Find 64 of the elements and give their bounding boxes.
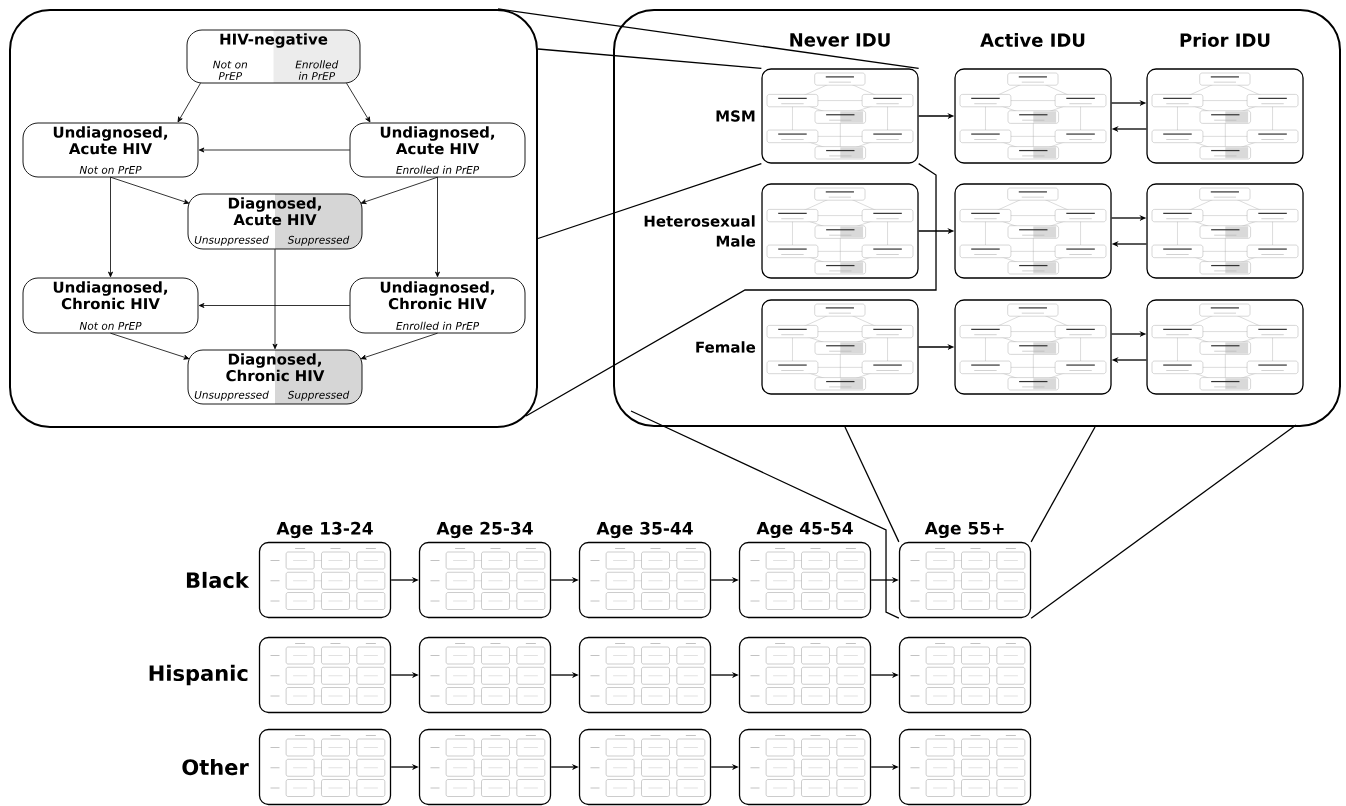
arrow (198, 303, 351, 308)
column-header: Age 25-34 (435, 520, 535, 540)
state-box: Undiagnosed, Chronic HIV Enrolled in PrEP (349, 277, 526, 334)
model-grid-drawing (738, 636, 872, 714)
zoom-line (844, 426, 900, 543)
state-diagram-drawing (954, 68, 1112, 164)
state-diagram-drawing (1146, 299, 1304, 395)
model-grid-drawing (578, 728, 712, 806)
row-label: Female (696, 341, 756, 353)
arrow (435, 176, 440, 278)
zoom-line (537, 48, 762, 69)
arrow (272, 248, 278, 350)
row-label: MSM (716, 110, 755, 122)
model-grid-drawing (738, 728, 872, 806)
model-grid-drawing (418, 728, 552, 806)
zoom-line (1030, 426, 1096, 543)
arrow (108, 176, 113, 278)
zoom-line (525, 163, 937, 417)
state-box: Undiagnosed, Acute HIV Not on PrEP (22, 122, 199, 178)
model-grid-drawing (258, 541, 392, 619)
row-label: Black (184, 570, 250, 590)
state-diagram-drawing (761, 68, 919, 164)
state-box: Diagnosed, Chronic HIV Unsuppressed Suppressed (187, 349, 363, 405)
column-header: Age 45-54 (755, 521, 855, 540)
state-diagram-drawing (954, 183, 1112, 279)
model-grid-drawing (418, 541, 552, 619)
state-diagram-drawing (761, 299, 919, 395)
arrow (360, 176, 438, 204)
state-diagram-drawing (761, 183, 919, 279)
row-label: Hispanic (146, 663, 250, 687)
state-box: Undiagnosed, Chronic HIV Not on PrEP (22, 277, 199, 334)
arrow (177, 82, 201, 123)
model-grid-drawing (258, 636, 392, 714)
state-box: Diagnosed, Acute HIV Unsuppressed Suppressed (187, 193, 363, 250)
column-header: Age 55+ (923, 521, 1007, 540)
row-label: Other (180, 757, 250, 777)
rounded-panel (9, 9, 538, 428)
state-box: Undiagnosed, Acute HIV Enrolled in PrEP (349, 122, 526, 178)
model-grid-drawing (258, 728, 392, 806)
state-diagram-drawing (954, 299, 1112, 395)
model-grid-drawing (898, 636, 1032, 714)
state-diagram-drawing (1146, 68, 1304, 164)
model-grid-drawing (898, 728, 1032, 806)
arrow (110, 332, 190, 360)
zoom-line (630, 410, 900, 619)
row-label: Heterosexual Male (644, 215, 756, 247)
model-grid-drawing (898, 541, 1032, 619)
zoom-line (537, 163, 762, 240)
model-grid-drawing (578, 541, 712, 619)
model-grid-drawing (578, 636, 712, 714)
arrow (198, 147, 351, 153)
model-grid-drawing (418, 636, 552, 714)
state-diagram-drawing (1146, 183, 1304, 279)
state-box: HIV-negative Not on PrEP Enrolled in PrEP (186, 29, 361, 84)
arrow (346, 82, 371, 123)
column-header: Age 35-44 (595, 520, 695, 540)
column-header: Age 13-24 (275, 520, 375, 540)
column-header: Prior IDU (1180, 33, 1270, 47)
model-grid-drawing (738, 541, 872, 619)
column-header: Active IDU (980, 33, 1085, 47)
arrow (110, 176, 190, 205)
zoom-line (497, 8, 920, 69)
column-header: Never IDU (790, 33, 890, 47)
arrow (360, 332, 438, 360)
